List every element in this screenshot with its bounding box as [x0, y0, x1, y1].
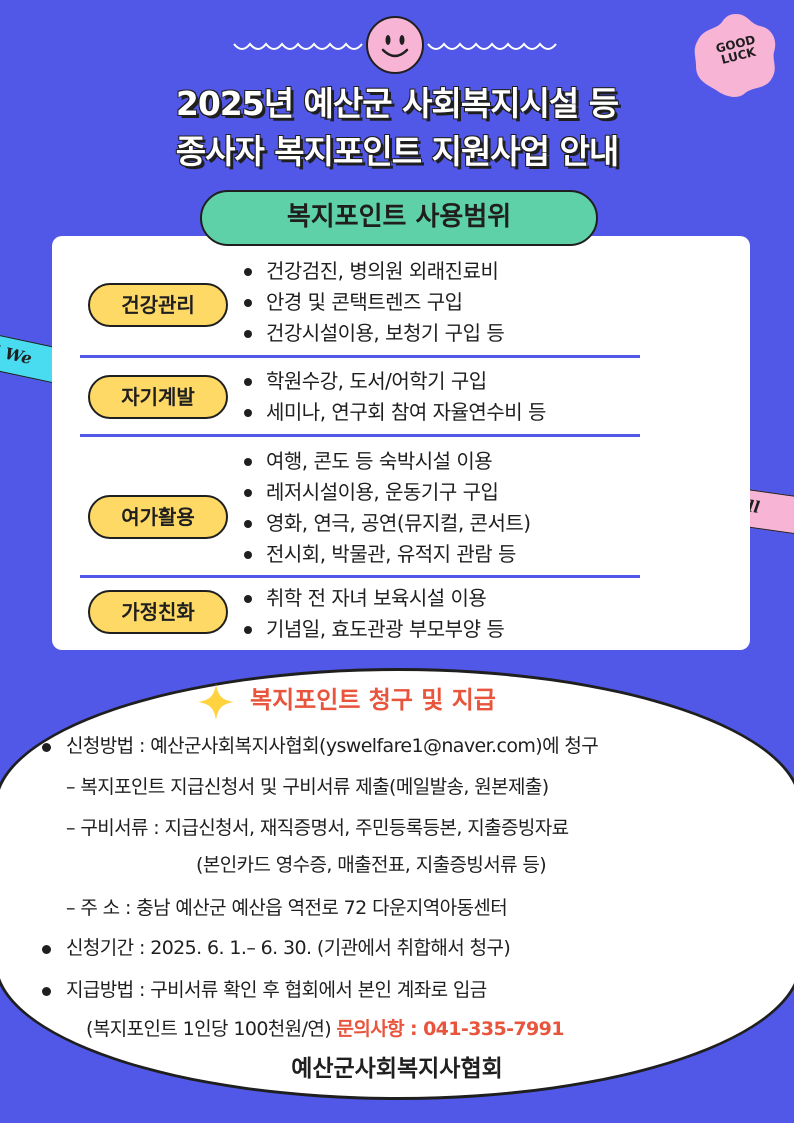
divider	[80, 575, 640, 578]
organization-name: 예산군사회복지사협회	[291, 1056, 503, 1082]
list-item: 안경 및 콘택트렌즈 구입	[238, 287, 504, 318]
list-item: 학원수강, 도서/어학기 구입	[238, 366, 546, 397]
claim-method: 신청방법 : 예산군사회복지사협회(yswelfare1@naver.com)에…	[66, 735, 599, 757]
list-item: 여행, 콘도 등 숙박시설 이용	[238, 446, 531, 477]
claim-sub-documents-detail: (본인카드 영수증, 매출전표, 지출증빙서류 등)	[196, 854, 547, 876]
divider	[80, 434, 640, 437]
list-item: 취학 전 자녀 보육시설 이용	[238, 583, 504, 614]
usage-heading-pill	[200, 190, 598, 246]
claim-heading: 복지포인트 청구 및 지급	[250, 686, 496, 714]
squiggle-right	[427, 42, 557, 50]
claim-sub-address: – 주 소 : 충남 예산군 예산읍 역전로 72 다운지역아동센터	[66, 897, 508, 919]
list-item: 레저시설이용, 운동기구 구입	[238, 477, 531, 508]
category-badge-self-development: 자기계발	[88, 375, 228, 419]
category-items-family: 취학 전 자녀 보육시설 이용 기념일, 효도관광 부모부양 등	[238, 583, 505, 645]
list-item: 건강검진, 병의원 외래진료비	[238, 256, 504, 287]
claim-sub-documents: – 구비서류 : 지급신청서, 재직증명서, 주민등록등본, 지출증빙자료	[66, 817, 569, 839]
category-badge-leisure: 여가활용	[88, 495, 228, 539]
category-badge-family: 가정친화	[88, 590, 228, 634]
list-item: 건강시설이용, 보청기 구입 등	[238, 318, 505, 349]
list-item: 기념일, 효도관광 부모부양 등	[238, 614, 505, 645]
bullet	[42, 987, 51, 996]
usage-heading: 복지포인트 사용범위	[286, 202, 512, 232]
bullet	[42, 945, 51, 954]
good-luck-sticker	[694, 14, 776, 97]
category-badge-health: 건강관리	[88, 283, 228, 327]
title-line-2: 종사자 복지포인트 지원사업 안내	[175, 132, 620, 171]
category-items-leisure: 여행, 콘도 등 숙박시설 이용 레저시설이용, 운동기구 구입 영화, 연극,…	[238, 446, 531, 570]
list-item: 세미나, 연구회 참여 자율연수비 등	[238, 397, 546, 428]
category-items-self-development: 학원수강, 도서/어학기 구입 세미나, 연구회 참여 자율연수비 등	[238, 366, 546, 428]
claim-period: 신청기간 : 2025. 6. 1.– 6. 30. (기관에서 취합해서 청구…	[66, 937, 511, 959]
title-line-1: 2025년 예산군 사회복지시설 등	[175, 84, 619, 123]
smiley-icon	[366, 16, 424, 74]
claim-sub-submission: – 복지포인트 지급신청서 및 구비서류 제출(메일발송, 원본제출)	[66, 776, 549, 798]
claim-amount: (복지포인트 1인당 100천원/연) 문의사항 : 041-335-7991	[86, 1014, 564, 1044]
list-item: 전시회, 박물관, 유적지 관람 등	[238, 539, 531, 570]
bullet	[42, 743, 51, 752]
claim-payment: 지급방법 : 구비서류 확인 후 협회에서 본인 계좌로 입금	[66, 979, 487, 1001]
list-item: 영화, 연극, 공연(뮤지컬, 콘서트)	[238, 508, 531, 539]
category-items-health: 건강검진, 병의원 외래진료비 안경 및 콘택트렌즈 구입 건강시설이용, 보청…	[238, 256, 505, 349]
sparkle-icon	[198, 684, 234, 720]
contact-info: 문의사항 : 041-335-7991	[336, 1018, 565, 1040]
claim-panel	[0, 668, 794, 1100]
ribbon-left-text: l We	[0, 341, 34, 369]
squiggle-left	[233, 42, 363, 50]
divider	[80, 355, 640, 358]
page-title: 2025년 예산군 사회복지시설 등 종사자 복지포인트 지원사업 안내	[0, 80, 794, 176]
claim-amount-text: (복지포인트 1인당 100천원/연)	[86, 1018, 332, 1040]
